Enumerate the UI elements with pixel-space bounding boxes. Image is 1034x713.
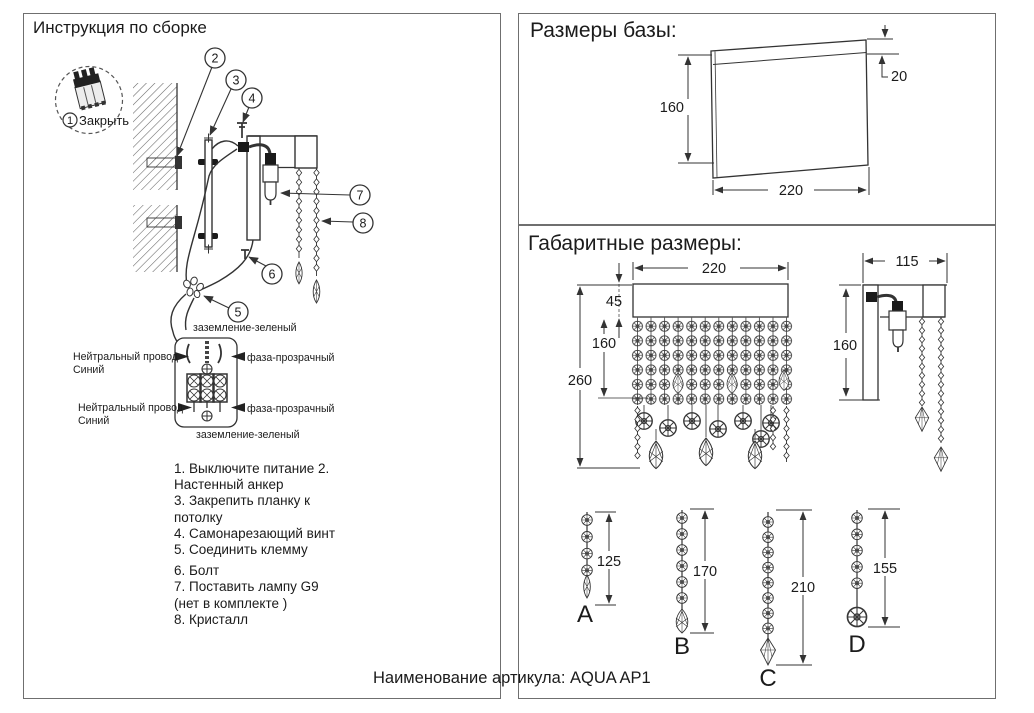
base-plate-drawing — [710, 39, 869, 179]
step-line: 4. Самонарезающий винт — [174, 525, 336, 541]
strand-B-letter: B — [674, 633, 690, 660]
callout-8: 8 — [360, 217, 367, 231]
tapping-screw — [237, 122, 247, 138]
strand-C-length: 210 — [791, 580, 815, 596]
strand-C-letter: C — [759, 665, 776, 692]
callout-4: 4 — [249, 92, 256, 106]
base-dimensions-panel — [518, 13, 996, 225]
callout-circles: 2 3 4 5 6 7 8 — [204, 47, 374, 323]
base-panel-title: Размеры базы: — [530, 19, 677, 42]
terminal-block — [174, 337, 238, 428]
step-line: Настенный анкер — [174, 477, 284, 493]
callout-7: 7 — [357, 189, 364, 203]
assembly-panel — [23, 13, 501, 699]
side-height-dim: 160 — [833, 338, 857, 354]
g9-bulb — [264, 181, 277, 201]
article-name: Наименование артикула: AQUA AP1 — [373, 669, 651, 687]
front-dim-lines — [576, 262, 789, 469]
step-line: 7. Поставить лампу G9 — [174, 579, 319, 595]
side-view — [862, 284, 949, 472]
strand-B-length: 170 — [693, 564, 717, 580]
step1-label: Закрыть — [79, 113, 129, 128]
power-off-badge: 1 Закрыть — [54, 65, 129, 135]
lamp-body — [211, 135, 317, 259]
base-dim-lines — [678, 25, 899, 195]
base-depth-dim: 20 — [891, 69, 907, 85]
wiring-arrows — [175, 352, 245, 412]
overall-panel-title: Габаритные размеры: — [528, 232, 742, 255]
step-line: (нет в комплекте ) — [174, 595, 288, 611]
callout-2: 2 — [212, 52, 219, 66]
wire-ground-bottom-label: заземление-зеленый — [196, 429, 300, 441]
strand-C: 210 C — [759, 509, 815, 692]
wall-section — [133, 83, 178, 272]
crystal-strand — [295, 168, 303, 258]
step-line: 8. Кристалл — [174, 611, 248, 627]
crystal-strand — [313, 168, 320, 276]
callout-5: 5 — [235, 306, 242, 320]
strand-B: 170 B — [674, 508, 717, 660]
base-height-dim: 160 — [660, 100, 684, 116]
strand-A-letter: A — [577, 601, 593, 628]
assembly-steps: 1. Выключите питание 2. Настенный анкер … — [174, 461, 374, 628]
wire-ground-top-label: заземление-зеленый — [193, 322, 297, 334]
step-line: потолку — [174, 509, 223, 525]
wire-neutral-bottom-label: Нейтральный провод Синий — [78, 402, 183, 427]
step-line: 5. Соединить клемму — [174, 542, 308, 558]
step-line: 3. Закрепить планку к — [174, 493, 311, 509]
front-top-dim: 45 — [606, 294, 622, 310]
front-curtain-dim: 160 — [592, 336, 616, 352]
wire-nuts — [183, 276, 204, 299]
step-line: 6. Болт — [174, 563, 220, 579]
strand-D: 155 D — [846, 508, 900, 658]
strand-A-length: 125 — [597, 554, 621, 570]
strand-D-length: 155 — [873, 561, 897, 577]
front-view — [630, 283, 793, 470]
circuit-breaker-icon — [72, 67, 107, 111]
callout-6: 6 — [269, 268, 276, 282]
strand-D-letter: D — [848, 631, 865, 658]
front-height-dim: 260 — [568, 373, 592, 389]
base-width-dim: 220 — [779, 183, 803, 199]
crystal-bracket — [278, 135, 318, 169]
step1-number: 1 — [67, 115, 73, 127]
step-line: 1. Выключите питание 2. — [174, 461, 330, 476]
wire-phase-bottom-label: фаза-прозрачный — [247, 403, 335, 415]
strand-A: 125 A — [577, 511, 621, 628]
callout-3: 3 — [233, 74, 240, 88]
assembly-title: Инструкция по сборке — [33, 18, 207, 37]
side-depth-dim: 115 — [895, 254, 918, 270]
overall-dimensions-panel — [518, 225, 996, 699]
callout-leaders — [176, 66, 354, 309]
front-width-dim: 220 — [702, 261, 726, 277]
wire-phase-top-label: фаза-прозрачный — [247, 352, 335, 364]
wall-anchor — [146, 156, 182, 229]
side-dim-lines — [839, 253, 948, 401]
wire-neutral-top-label: Нейтральный провод Синий — [73, 351, 178, 376]
